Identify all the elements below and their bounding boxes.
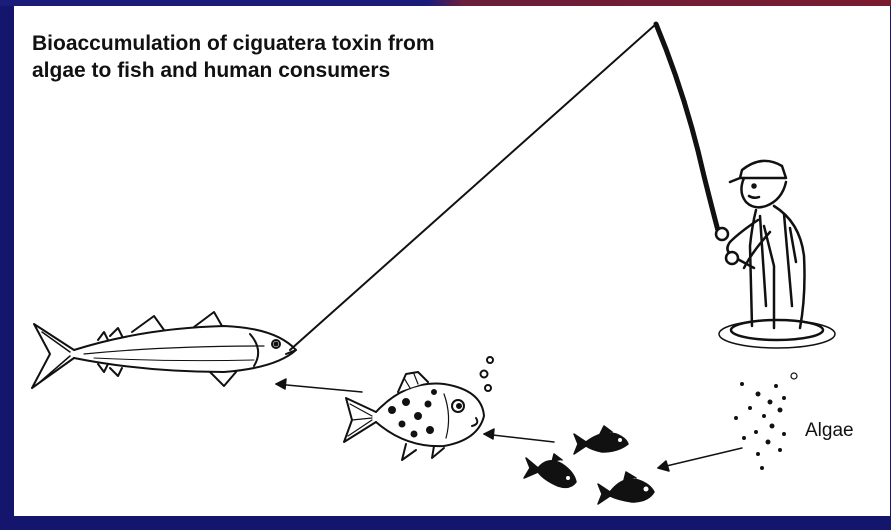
large-predator-fish bbox=[32, 312, 296, 388]
arrow-algae-to-small-fish bbox=[658, 448, 742, 471]
small-fish-group bbox=[524, 426, 654, 504]
small-fish-top bbox=[574, 426, 628, 454]
fisherman-figure bbox=[716, 161, 835, 348]
small-fish-bottom bbox=[598, 472, 654, 504]
medium-herbivore-fish bbox=[344, 357, 493, 460]
algae-label: Algae bbox=[805, 420, 854, 442]
algae-cluster bbox=[734, 373, 797, 470]
fishing-rod bbox=[656, 24, 720, 238]
figure-panel: Bioaccumulation of ciguatera toxin from … bbox=[14, 6, 890, 516]
arrow-small-fish-to-grouper bbox=[484, 429, 554, 442]
food-chain-illustration bbox=[14, 6, 890, 516]
small-fish-left bbox=[524, 454, 576, 487]
arrow-grouper-to-large-fish bbox=[276, 379, 362, 392]
fishing-line bbox=[290, 24, 656, 350]
